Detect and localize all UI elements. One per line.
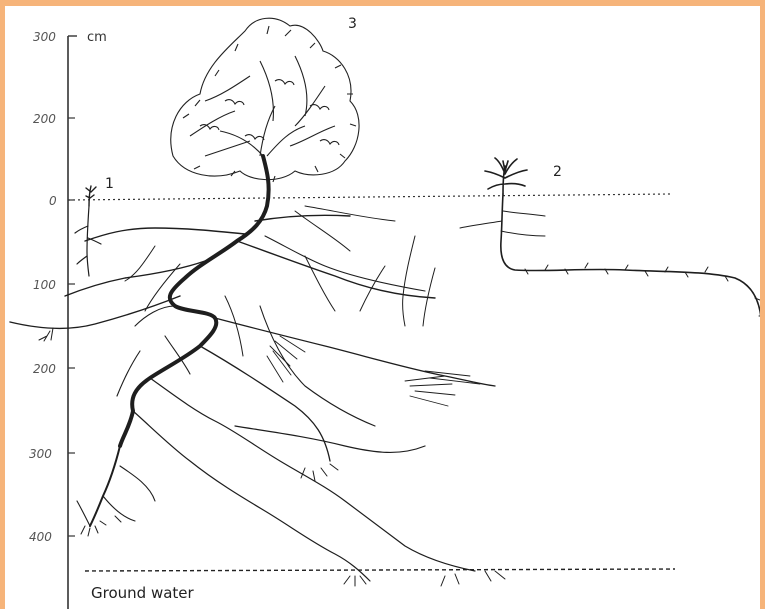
- scale-unit-label: cm: [87, 30, 107, 45]
- diagram-frame: 300 cm 200 0 100 200 300 400 Ground wate…: [5, 6, 760, 609]
- root-system-diagram: 300 cm 200 0 100 200 300 400 Ground wate…: [5, 6, 760, 609]
- scale-label-300-above: 300: [33, 30, 56, 44]
- scale-label-200: 200: [33, 362, 56, 376]
- scale-label-0: 0: [49, 194, 57, 208]
- plant-2: [460, 158, 760, 341]
- scale-label-400: 400: [29, 530, 52, 544]
- tree-root-system: [10, 156, 505, 586]
- plant-number-3: 3: [348, 16, 357, 32]
- soil-surface-line: [68, 194, 670, 200]
- scale-label-100: 100: [33, 278, 56, 292]
- ground-water-label: Ground water: [91, 584, 195, 602]
- scale-label-200-above: 200: [33, 112, 56, 126]
- small-root-fragment: [39, 328, 53, 341]
- plant-number-2: 2: [553, 164, 562, 180]
- ground-water-line: [85, 569, 675, 571]
- scale-label-300: 300: [29, 447, 52, 461]
- plant-number-1: 1: [105, 176, 114, 192]
- depth-scale: 300 cm 200 0 100 200 300 400: [29, 30, 107, 609]
